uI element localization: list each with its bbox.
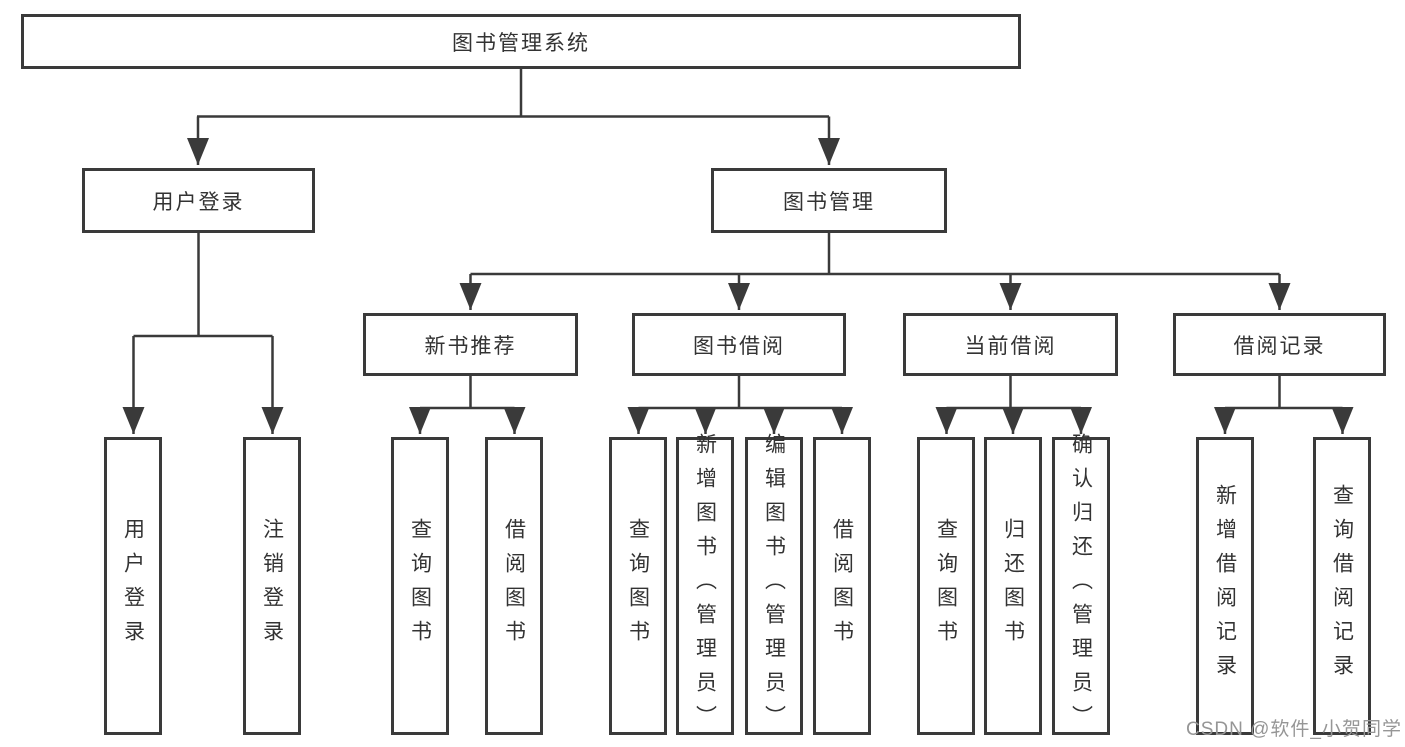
node-label: 查询图书 <box>934 518 958 654</box>
csdn-watermark: CSDN @软件_小贺同学 <box>1186 719 1402 740</box>
leaf-borrow-book-recommend: 借阅图书 <box>485 437 543 735</box>
leaf-query-book-recommend: 查询图书 <box>391 437 449 735</box>
node-borrow-records: 借阅记录 <box>1173 313 1386 376</box>
leaf-query-book-current: 查询图书 <box>917 437 975 735</box>
leaf-return-book: 归还图书 <box>984 437 1042 735</box>
node-current-borrow: 当前借阅 <box>903 313 1118 376</box>
node-book-borrow: 图书借阅 <box>632 313 846 376</box>
leaf-edit-book-admin: 编辑图书（管理员） <box>745 433 803 739</box>
leaf-confirm-return-admin: 确认归还（管理员） <box>1052 433 1110 739</box>
node-label: 查询借阅记录 <box>1330 484 1354 688</box>
node-label: 借阅图书 <box>502 518 526 654</box>
node-label: 新书推荐 <box>424 334 517 358</box>
node-book-management: 图书管理 <box>711 168 947 233</box>
node-new-book-recommend: 新书推荐 <box>363 313 578 376</box>
node-label: 借阅记录 <box>1233 334 1326 358</box>
node-root-library-system: 图书管理系统 <box>21 14 1021 69</box>
node-label: 查询图书 <box>408 518 432 654</box>
node-label: 借阅图书 <box>830 518 854 654</box>
node-label: 用户登录 <box>152 190 245 214</box>
node-label: 图书管理系统 <box>452 31 590 55</box>
node-label: 图书管理 <box>783 190 875 214</box>
leaf-query-book-borrow: 查询图书 <box>609 437 667 735</box>
leaf-logout: 注销登录 <box>243 437 301 735</box>
node-user-login: 用户登录 <box>82 168 315 233</box>
leaf-add-borrow-record: 新增借阅记录 <box>1196 437 1254 735</box>
leaf-add-book-admin: 新增图书（管理员） <box>676 433 734 739</box>
leaf-query-borrow-record: 查询借阅记录 <box>1313 437 1371 735</box>
node-label: 用户登录 <box>121 518 145 654</box>
node-label: 查询图书 <box>626 518 650 654</box>
node-label: 注销登录 <box>260 518 284 654</box>
node-label: 新增借阅记录 <box>1213 484 1237 688</box>
node-label: 当前借阅 <box>964 334 1057 358</box>
node-label: 确认归还（管理员） <box>1069 433 1093 739</box>
node-label: 归还图书 <box>1001 518 1025 654</box>
node-label: 新增图书（管理员） <box>693 433 717 739</box>
leaf-user-login: 用户登录 <box>104 437 162 735</box>
leaf-borrow-book-borrow: 借阅图书 <box>813 437 871 735</box>
node-label: 编辑图书（管理员） <box>762 433 786 739</box>
node-label: 图书借阅 <box>693 334 785 358</box>
